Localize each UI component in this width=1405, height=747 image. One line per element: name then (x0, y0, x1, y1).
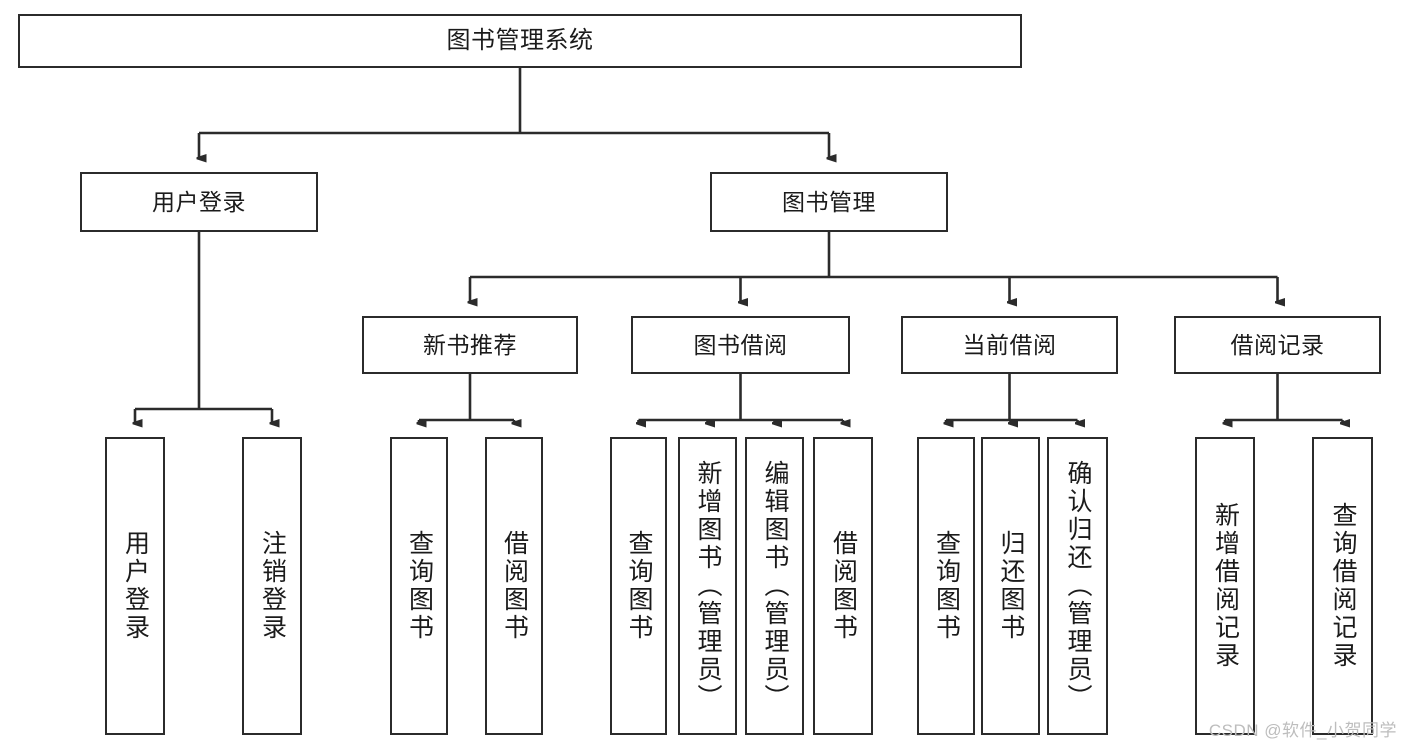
node-label: 图书借阅 (693, 331, 788, 358)
node-leaf-query-record[interactable]: 查询借阅记录 (1312, 437, 1373, 735)
node-leaf-logout[interactable]: 注销登录 (242, 437, 302, 735)
node-label: 借阅记录 (1230, 331, 1325, 358)
node-leaf-confirm-return[interactable]: 确认归还（管理员） (1047, 437, 1108, 735)
node-label: 查询图书 (625, 530, 653, 642)
node-leaf-query-book-1[interactable]: 查询图书 (390, 437, 448, 735)
node-label: 当前借阅 (962, 331, 1057, 358)
node-current-borrow[interactable]: 当前借阅 (901, 316, 1118, 374)
node-root[interactable]: 图书管理系统 (18, 14, 1022, 68)
node-leaf-add-record[interactable]: 新增借阅记录 (1195, 437, 1255, 735)
node-book-borrow[interactable]: 图书借阅 (631, 316, 850, 374)
node-leaf-borrow-book-1[interactable]: 借阅图书 (485, 437, 543, 735)
node-label: 用户登录 (121, 530, 150, 642)
node-leaf-add-book[interactable]: 新增图书（管理员） (678, 437, 737, 735)
watermark: CSDN @软件_小贺同学 (1208, 721, 1397, 740)
node-leaf-borrow-book-2[interactable]: 借阅图书 (813, 437, 873, 735)
node-label: 借阅图书 (829, 530, 858, 642)
node-label: 查询图书 (932, 530, 961, 642)
node-new-book-rec[interactable]: 新书推荐 (362, 316, 578, 374)
node-label: 图书管理 (782, 188, 876, 215)
node-leaf-query-book-3[interactable]: 查询图书 (917, 437, 975, 735)
node-label: 编辑图书（管理员） (761, 460, 789, 712)
node-label: 归还图书 (997, 530, 1025, 642)
node-label: 查询借阅记录 (1329, 502, 1357, 670)
node-leaf-query-book-2[interactable]: 查询图书 (610, 437, 667, 735)
node-user-login[interactable]: 用户登录 (80, 172, 318, 232)
node-leaf-user-login[interactable]: 用户登录 (105, 437, 165, 735)
node-leaf-edit-book[interactable]: 编辑图书（管理员） (745, 437, 804, 735)
node-label: 用户登录 (152, 188, 246, 215)
node-label: 注销登录 (258, 530, 287, 642)
node-label: 查询图书 (405, 530, 434, 642)
node-label: 新增借阅记录 (1211, 502, 1240, 670)
node-label: 确认归还（管理员） (1064, 460, 1092, 712)
node-label: 图书管理系统 (446, 27, 594, 55)
node-label: 借阅图书 (500, 530, 529, 642)
node-label: 新书推荐 (423, 331, 517, 358)
node-borrow-record[interactable]: 借阅记录 (1174, 316, 1381, 374)
node-leaf-return-book[interactable]: 归还图书 (981, 437, 1040, 735)
node-book-manage[interactable]: 图书管理 (710, 172, 948, 232)
node-label: 新增图书（管理员） (694, 460, 722, 712)
